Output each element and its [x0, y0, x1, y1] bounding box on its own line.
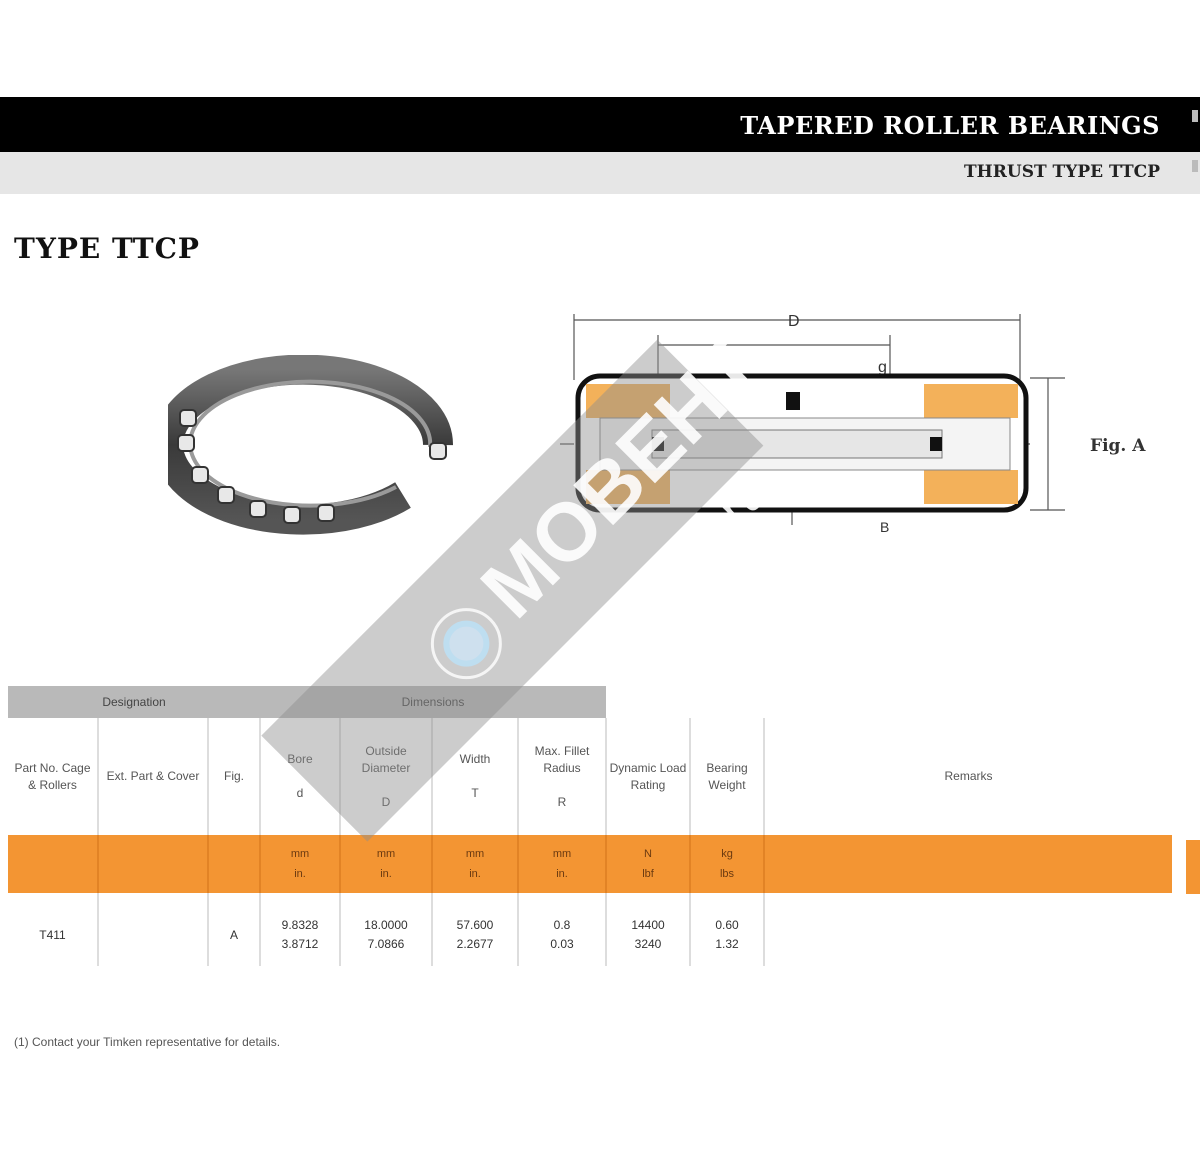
footnote: (1) Contact your Timken representative f… [14, 1035, 281, 1049]
cell-part-no: T411 [8, 893, 99, 966]
section-header-band: TAPERED ROLLER BEARINGS [0, 97, 1200, 152]
col-header-fig: Fig. [208, 718, 261, 835]
figure-label: Fig. A [1090, 436, 1146, 456]
group-header-row: Designation Dimensions [8, 686, 1172, 718]
adjacent-page-orange-edge [1186, 840, 1200, 894]
group-header-designation: Designation [8, 686, 260, 718]
col-header-weight: Bearing Weight [690, 718, 765, 835]
subsection-header-band: THRUST TYPE TTCP [0, 152, 1200, 194]
column-header-row: Part No. Cage & Rollers Ext. Part & Cove… [8, 718, 1172, 835]
page-edge-mark [1192, 160, 1198, 172]
subsection-title: THRUST TYPE TTCP [964, 162, 1160, 182]
col-header-remarks: Remarks [944, 769, 993, 783]
bearing-cross-section-diagram: D g B [560, 300, 1070, 545]
cell-fig: A [208, 893, 261, 966]
bearing-photo [153, 354, 468, 540]
watermark-logo-icon [430, 608, 502, 680]
cell-ext-part [98, 893, 209, 966]
col-header-ext-part: Ext. Part & Cover [98, 718, 209, 835]
svg-text:D: D [788, 313, 800, 330]
group-header-dimensions: Dimensions [260, 686, 606, 718]
page-title: TYPE TTCP [14, 232, 200, 265]
svg-text:B: B [880, 519, 889, 535]
svg-text:g: g [878, 359, 887, 376]
page-edge-mark [1192, 110, 1198, 122]
col-header-load-rating: Dynamic Load Rating [606, 718, 691, 835]
col-header-part-no: Part No. Cage & Rollers [8, 718, 99, 835]
specification-table: Designation Dimensions Part No. Cage & R… [8, 686, 1172, 966]
cell-remarks [764, 893, 1172, 966]
section-title: TAPERED ROLLER BEARINGS [740, 111, 1160, 140]
